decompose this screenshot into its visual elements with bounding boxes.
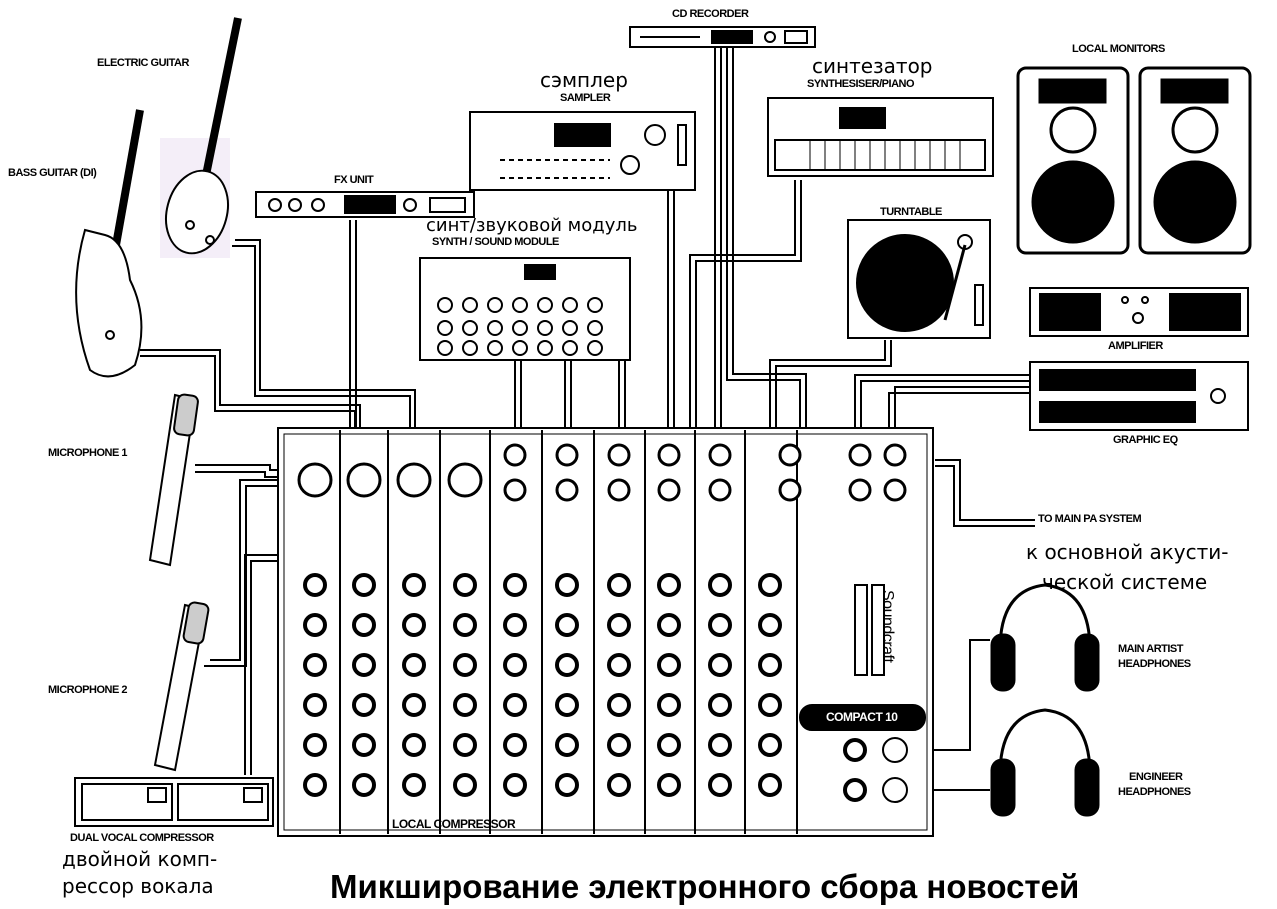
- engineer-headphones-label-1: ENGINEER: [1129, 771, 1182, 783]
- sampler: [470, 112, 695, 190]
- main-pa-en-label: TO MAIN PA SYSTEM: [1038, 513, 1141, 525]
- mixer-model-label: COMPACT 10: [826, 710, 897, 724]
- dual-compressor-ru-label-2: рессор вокала: [62, 874, 214, 898]
- fx-unit: [256, 192, 474, 217]
- microphone-1: [150, 394, 199, 565]
- dual-compressor-ru-label-1: двойной комп-: [62, 847, 217, 871]
- engineer-headphones-label-2: HEADPHONES: [1118, 786, 1191, 798]
- sampler-en-label: SAMPLER: [560, 92, 610, 104]
- synthesiser: [768, 98, 993, 176]
- local-monitors-label: LOCAL MONITORS: [1072, 43, 1165, 55]
- electric-guitar-label: ELECTRIC GUITAR: [97, 57, 189, 69]
- page-caption: Микширование электронного сбора новостей: [330, 868, 1079, 906]
- sound-module-en-label: SYNTH / SOUND MODULE: [432, 236, 559, 248]
- cable-synth: [690, 180, 795, 430]
- main-artist-headphones-label-2: HEADPHONES: [1118, 658, 1191, 670]
- turntable: [848, 220, 990, 338]
- local-monitors: [1018, 68, 1250, 253]
- cable-graphic-eq: [855, 375, 1030, 430]
- bass-guitar: [76, 110, 141, 376]
- microphone-2-label: MICROPHONE 2: [48, 684, 127, 696]
- main-pa-ru-label-2: ческой системе: [1042, 570, 1207, 594]
- synth-ru-label: синтезатор: [812, 54, 933, 78]
- turntable-label: TURNTABLE: [880, 206, 942, 218]
- amplifier: [1030, 288, 1248, 336]
- cd-recorder: [630, 27, 815, 47]
- mixer-overlay-label: LOCAL COMPRESSOR: [392, 817, 515, 831]
- cd-recorder-label: CD RECORDER: [672, 8, 748, 20]
- microphone-1-label: MICROPHONE 1: [48, 447, 127, 459]
- graphic-eq-label: GRAPHIC EQ: [1113, 434, 1178, 446]
- electric-guitar: [157, 18, 238, 260]
- main-artist-headphones-label-1: MAIN ARTIST: [1118, 643, 1183, 655]
- main-pa-ru-label-1: к основной акусти-: [1026, 540, 1228, 564]
- main-artist-headphones: [992, 585, 1098, 690]
- mixer-compact-10: [278, 428, 933, 836]
- engineer-headphones: [992, 710, 1098, 815]
- dual-vocal-compressor: [75, 778, 273, 826]
- microphone-2: [155, 602, 209, 770]
- cable-main-pa: [935, 460, 1035, 520]
- synth-sound-module: [420, 258, 630, 360]
- sampler-ru-label: сэмплер: [540, 68, 628, 92]
- mixer-brand-label: Soundcraft: [878, 590, 896, 662]
- synth-en-label: SYNTHESISER/PIANO: [807, 78, 914, 90]
- fx-unit-label: FX UNIT: [334, 174, 373, 186]
- graphic-eq: [1030, 362, 1248, 430]
- amplifier-label: AMPLIFIER: [1108, 340, 1163, 352]
- bass-guitar-label: BASS GUITAR (DI): [8, 167, 96, 179]
- sound-module-ru-label: синт/звуковой модуль: [426, 215, 637, 236]
- dual-compressor-en-label: DUAL VOCAL COMPRESSOR: [70, 832, 214, 844]
